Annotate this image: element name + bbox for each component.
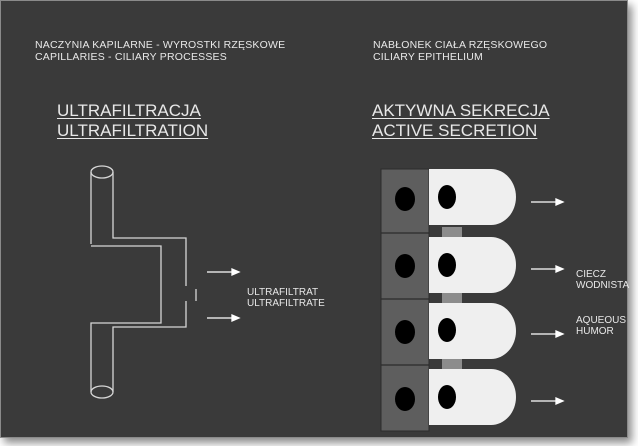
ultrafiltrate-label: ULTRAFILTRAT ULTRAFILTRATE — [247, 287, 325, 309]
ciliary-epithelium — [381, 169, 516, 431]
aqueous-label-line2: HUMOR — [576, 326, 626, 337]
diagram-graphics — [1, 1, 627, 437]
aqueous-label-line1: AQUEOUS — [576, 315, 626, 326]
aqueous-label: AQUEOUS HUMOR — [576, 315, 626, 337]
ultrafiltrate-arrows — [207, 269, 239, 321]
ciecz-label: CIECZ WODNISTA — [576, 269, 629, 291]
capillary-vessel — [91, 166, 196, 398]
ultrafiltrate-label-line1: ULTRAFILTRAT — [247, 287, 325, 298]
ultrafiltrate-label-line2: ULTRAFILTRATE — [247, 298, 325, 309]
diagram-panel: NACZYNIA KAPILARNE - WYROSTKI RZĘSKOWE C… — [0, 0, 628, 438]
secretion-arrows — [531, 199, 563, 404]
ciecz-label-line2: WODNISTA — [576, 280, 629, 291]
ciecz-label-line1: CIECZ — [576, 269, 629, 280]
